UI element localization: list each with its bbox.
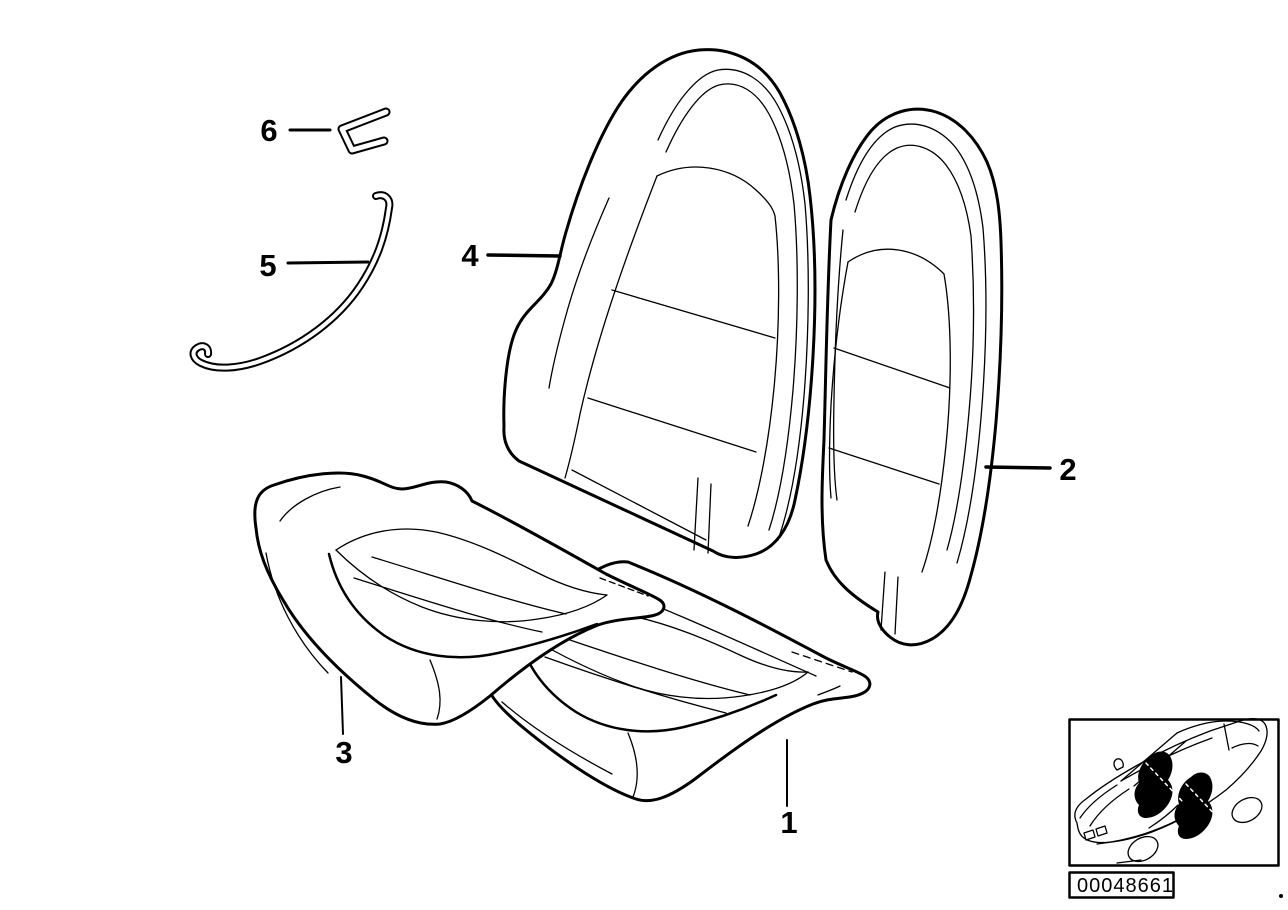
car-rear-wheel [1231,796,1263,824]
cushion-left-bolster-arc [279,486,341,522]
car-roof-line [1176,720,1260,734]
cushion-left-horn-stitch-dashes [599,577,649,597]
backrest-left-panel-seam-lower [587,397,757,453]
cushion-left-front-crease [429,659,441,720]
cushion-left-outline [253,471,666,726]
car-seatbelt-dash-left [1145,762,1183,802]
callout-2-leader-line [984,465,1052,470]
callout-6-number[interactable]: 6 [260,113,277,148]
callout-4-number[interactable]: 4 [461,238,479,273]
callout-2-number[interactable]: 2 [1059,452,1076,487]
part-number-frame [1068,871,1175,899]
backrest-right-bottom-tuck-line [880,571,886,631]
cushion-left-recess-bottom [335,549,608,623]
cushion-left-skirt-line [265,552,329,674]
retaining-clip-tube-inner [339,109,389,153]
callout-5[interactable]: 5 [259,248,370,283]
cushion-right-front-crease [627,732,638,798]
car-rocker-line [1096,819,1179,845]
car-kidney-grille-right [1095,825,1108,837]
cushion-right-horn-inner-line [817,685,841,696]
backrest-left-panel-top [656,166,780,527]
backrest-left-side-band-line [548,197,610,389]
thumbnail-frame [1068,718,1280,867]
backrest-left-top-seam-line-2 [665,83,798,531]
callout-5-number[interactable]: 5 [259,248,276,283]
cushion-left-recess-top [335,528,608,596]
cushion-left-bolster-line [327,552,599,659]
backrest-right-outline [820,107,1004,647]
backrest-right-panel-seam-lower [828,447,940,485]
cushion-right-horn-stitch-dashes [791,651,853,673]
cushion-right-bolster-line [519,640,778,733]
backrest-left-panel-left-edge [564,175,658,479]
car-seat-silhouette-left [1134,751,1173,818]
retaining-rod [189,191,394,372]
retaining-clip [337,107,391,155]
backrest-right-top-seam-line [845,123,987,564]
car-seatbelt-dash-right [1185,783,1221,821]
cushion-right-skirt-line [501,701,613,775]
backrest-right-panel-top [847,248,951,573]
retaining-rod-tube-outer [189,191,394,372]
car-rear-window-2 [1231,742,1259,749]
backrest-right-side-band-line [832,229,844,501]
callout-2[interactable]: 2 [984,452,1077,487]
car-front-wheel [1127,835,1159,863]
cushion-right-seam-1 [560,636,751,696]
backrest-right-panel-seam-upper [833,347,951,389]
car-a-pillar [1120,732,1178,782]
callout-3[interactable]: 3 [335,676,353,770]
callout-6[interactable]: 6 [260,113,332,148]
cushion-right-seam-2 [544,656,727,714]
cushion-right-recess-bottom [528,636,809,700]
backrest-left-bottom-tuck-line-2 [707,483,712,554]
car-rear-window [1223,723,1230,751]
seat-backrest-cover-right [820,107,1004,647]
callout-3-leader-line [340,676,344,735]
car-seat-silhouette-right [1174,772,1213,839]
backrest-right-panel-left-edge [828,261,849,499]
cushion-left-seam-1 [371,556,567,615]
callout-4[interactable]: 4 [461,238,562,273]
car-mirror [1113,758,1124,771]
backrest-left-top-seam-line [657,68,809,541]
callout-4-leader-line [486,253,562,258]
cushion-left-seam-2 [353,577,543,633]
part-number-text: 00048661 [1077,875,1174,897]
car-ground-line [1116,859,1142,864]
callout-1-number[interactable]: 1 [780,805,797,840]
callout-3-number[interactable]: 3 [335,735,352,770]
backrest-right-top-seam-line-2 [854,144,975,551]
part-number-box: 00048661 [1068,871,1175,899]
stray-dot [1279,894,1283,898]
car-door-line [1148,804,1179,829]
backrest-left-panel-seam-upper [611,289,776,339]
seat-backrest-cover-left [502,48,817,559]
retaining-rod-tube-inner [191,193,392,370]
callout-5-leader-line [286,260,370,265]
backrest-left-panel-bottom-line [571,469,707,541]
car-front-seats-location-icon [1068,717,1280,867]
callout-1[interactable]: 1 [780,739,798,840]
backrest-right-bottom-tuck-line-2 [894,576,899,635]
car-kidney-grille-left [1083,829,1096,841]
backrest-left-bottom-tuck-line [693,477,699,551]
seat-cushion-cover-left [253,471,666,726]
car-hood-crease-1 [1079,784,1118,819]
car-hood-crease-2 [1089,788,1130,827]
